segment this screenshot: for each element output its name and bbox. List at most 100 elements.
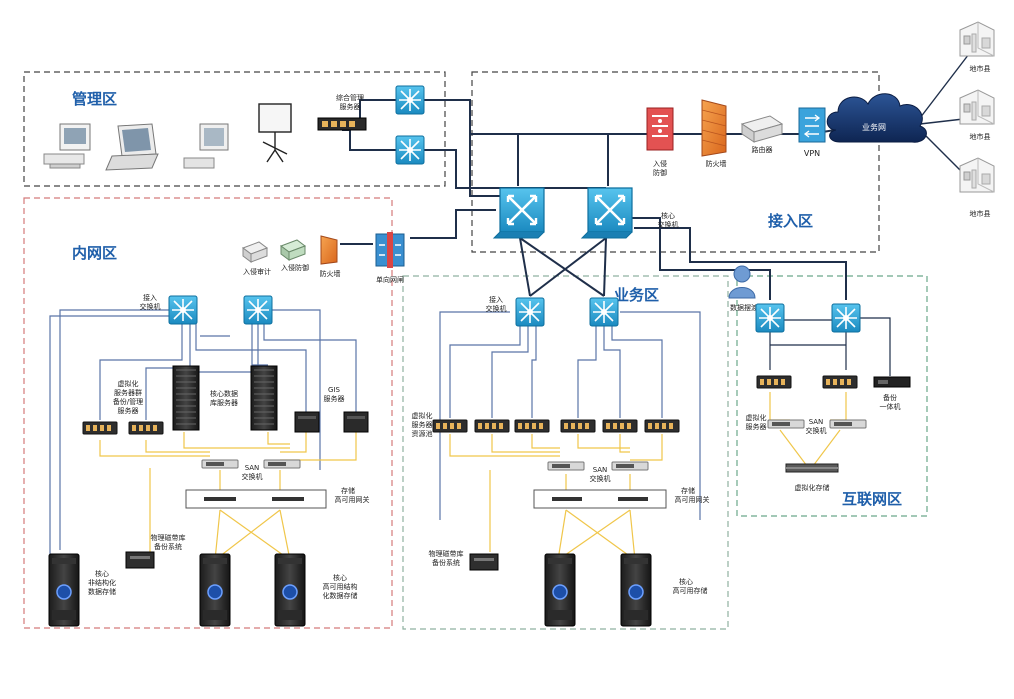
core-switch-label-1: 核心 [661,211,675,220]
core-db-rack-1-icon [172,365,200,431]
firewall-icon [701,99,727,157]
biz-access-label-2: 交换机 [486,304,507,313]
business-devices: 接入 交换机 虚拟化 服务器 资源池 SAN 交换机 存储 高可用网关 [412,295,710,627]
biz-tape-label-2: 备份系统 [432,558,460,567]
biz-san-switch-2-icon [611,461,649,471]
biz-virt-server-1-icon [432,419,468,433]
internet-virt-server-1-icon [756,375,792,389]
biz-access-label-1: 接入 [489,295,503,304]
backup-appliance-label-2: 一体机 [880,402,901,411]
intranet-san-switch-2-icon [263,459,301,469]
intrusion-prevention-icon [279,239,307,261]
zone-borders [23,71,928,630]
ips-label-2: 防御 [653,168,667,177]
router-label: 路由器 [752,145,773,154]
biz-virt-server-4-icon [560,419,596,433]
intrusion-prevention-label: 入侵防御 [281,263,309,272]
biz-storage-2-icon [620,553,652,627]
intranet-virt-label-1: 虚拟化 [118,379,139,388]
intranet-tape-label-2: 备份系统 [154,542,182,551]
intranet-san-label-2: 交换机 [242,472,263,481]
biz-virt-server-5-icon [602,419,638,433]
vpn-icon [798,107,826,143]
business-san-wiring [449,434,663,561]
business-zone-title: 业务区 [614,286,659,304]
intranet-access-switch-1-icon [168,295,198,325]
mgmt-server-label-2: 服务器 [340,102,361,111]
internet-virt-server-2-icon [822,375,858,389]
structured-label-2: 高可用结构 [323,582,358,591]
mgmt-switch-1-icon [395,85,425,115]
intrusion-audit-icon [241,241,269,263]
structured-label-1: 核心 [333,573,347,582]
core-db-label-1: 核心数据 [210,389,238,398]
intranet-access-switch-label-2: 交换机 [140,302,161,311]
core-db-label-2: 库服务器 [210,398,238,407]
biz-ha-gateway-icon [533,489,667,509]
data-exchange-label: 数据摆渡 [730,303,758,312]
laptop-icon [105,123,159,171]
one-way-gate-label: 单向网闸 [376,275,404,284]
city-label-1: 地市县 [970,64,991,73]
biz-virt-label-1: 虚拟化 [412,411,433,420]
management-zone-title: 管理区 [72,90,117,108]
cloud-icon [826,93,927,143]
internet-zone-title: 互联网区 [842,490,902,508]
gis-server-2-icon [343,411,369,433]
intranet-devices: 入侵审计 入侵防御 防火墙 单向网闸 接入 交换机 虚拟化 [48,232,405,627]
data-exchange-user-icon [728,265,756,299]
structured-label-3: 化数据存储 [323,591,358,600]
unstructured-label-1: 核心 [95,569,109,578]
business-zone-border [402,275,729,630]
biz-storage-1-icon [544,553,576,627]
intranet-firewall-icon [320,235,338,265]
intranet-structured-storage-2-icon [274,553,306,627]
mgmt-server-label-1: 综合管理 [336,93,364,102]
backup-appliance-icon [873,376,911,388]
workstation-icon [183,123,229,169]
internet-wiring [769,317,891,376]
internet-zone-border [736,275,928,517]
biz-tape-library-icon [469,553,499,571]
unstructured-label-2: 非结构化 [88,578,116,587]
cloud-label: 业务网 [862,122,886,132]
city-building-2-icon [959,89,995,125]
desktop-pc-icon [43,123,91,169]
mgmt-switch-2-icon [395,135,425,165]
intrusion-audit-label: 入侵审计 [243,267,271,276]
ips-device-icon [646,107,674,151]
internet-virt-label-2: 服务器 [746,422,767,431]
intranet-zone-title: 内网区 [72,244,117,262]
internet-san-label-1: SAN [809,418,824,426]
mgmt-server-icon [317,117,367,131]
biz-tape-label-1: 物理磁带库 [429,549,464,558]
intranet-ha-gw-label-2: 高可用网关 [335,495,370,504]
city-label-2: 地市县 [970,132,991,141]
biz-storage-label-2: 高可用存储 [673,586,708,595]
internet-san-switch-2-icon [829,419,867,429]
intranet-virt-server-1-icon [82,421,118,435]
access-zone-border [471,71,880,253]
intranet-san-label-1: SAN [245,464,260,472]
biz-access-switch-1-icon [515,297,545,327]
biz-virt-label-3: 资源池 [412,429,433,438]
vpn-label: VPN [804,149,820,158]
access-devices: 核心 交换机 入侵 防御 防火墙 路由器 [492,21,995,240]
intranet-ha-gateway-icon [185,489,327,509]
biz-storage-label-1: 核心 [679,577,693,586]
unstructured-label-3: 数据存储 [88,587,116,596]
biz-virt-label-2: 服务器 [412,420,433,429]
intranet-san-switch-1-icon [201,459,239,469]
intranet-access-switch-2-icon [243,295,273,325]
gis-label-2: 服务器 [324,394,345,403]
router-icon [740,115,784,143]
intranet-zone-border [23,197,393,629]
intranet-wiring [49,309,357,560]
intranet-tape-label-1: 物理磁带库 [151,533,186,542]
management-zone-border [23,71,446,187]
ips-label-1: 入侵 [653,159,667,168]
internet-switch-1-icon [755,303,785,333]
biz-virt-server-6-icon [644,419,680,433]
access-zone-title: 接入区 [768,212,813,230]
